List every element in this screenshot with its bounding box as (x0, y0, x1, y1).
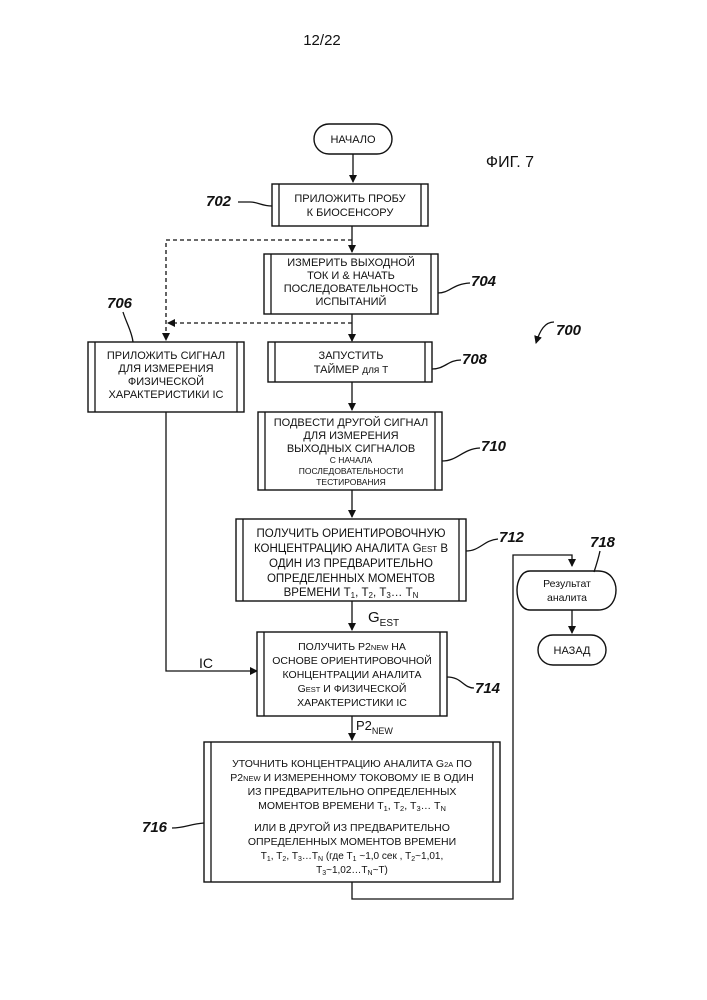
step-714-line-3: КОНЦЕНТРАЦИИ АНАЛИТА (283, 669, 422, 681)
step-708-line-2: ТАЙМЕР для Т (314, 363, 388, 376)
step-718-display (517, 571, 616, 610)
step-712-line-4: ОПРЕДЕЛЕННЫХ МОМЕНТОВ (267, 573, 435, 585)
step-702-line-2: К БИОСЕНСОРУ (307, 207, 395, 219)
step-710-line-3: ВЫХОДНЫХ СИГНАЛОВ (287, 443, 415, 455)
step-714-line-5: ХАРАКТЕРИСТИКИ IC (297, 697, 407, 709)
step-716-line-6: ОПРЕДЕЛЕННЫХ МОМЕНТОВ ВРЕМЕНИ (248, 836, 456, 848)
step-714-line-2: ОСНОВЕ ОРИЕНТИРОВОЧНОЙ (272, 654, 432, 667)
step-702-box (272, 184, 428, 226)
step-718-line-2: аналита (547, 592, 587, 604)
step-712-line-1: ПОЛУЧИТЬ ОРИЕНТИРОВОЧНУЮ (256, 528, 445, 540)
step-718-line-1: Результат (543, 578, 591, 590)
p2new-edge-label: P2NEW (356, 718, 393, 736)
ref-712: 712 (499, 529, 525, 546)
step-710-line-2: ДЛЯ ИЗМЕРЕНИЯ (303, 430, 398, 442)
step-708-box (268, 342, 432, 382)
step-706-line-2: ДЛЯ ИЗМЕРЕНИЯ (118, 363, 213, 375)
ref-700-arrow (536, 322, 554, 343)
ref-708: 708 (462, 351, 488, 368)
ref-718: 718 (590, 534, 616, 551)
step-716-line-8: Т3~1,02…ТN~Т) (316, 865, 388, 877)
gest-edge-label: GEST (368, 609, 399, 629)
end-label: НАЗАД (554, 645, 592, 657)
ref-706: 706 (107, 295, 133, 312)
step-704-line-3: ПОСЛЕДОВАТЕЛЬНОСТЬ (284, 283, 419, 295)
ref-702: 702 (206, 193, 232, 210)
step-704-line-1: ИЗМЕРИТЬ ВЫХОДНОЙ (287, 256, 415, 269)
step-706-line-3: ФИЗИЧЕСКОЙ (128, 375, 204, 388)
step-712-line-3: ОДИН ИЗ ПРЕДВАРИТЕЛЬНО (269, 558, 433, 570)
step-714-line-1: ПОЛУЧИТЬ Р2NEW НА (298, 641, 406, 653)
step-716-line-5: ИЛИ В ДРУГОЙ ИЗ ПРЕДВАРИТЕЛЬНО (254, 821, 450, 834)
step-708-line-1: ЗАПУСТИТЬ (319, 350, 384, 362)
start-label: НАЧАЛО (330, 134, 376, 146)
step-716-line-7: Т1, Т2, Т3…ТN (где Т1 ~1,0 сек , Т2~1,01… (261, 851, 444, 863)
ref-716: 716 (142, 819, 168, 836)
page-number: 12/22 (303, 32, 341, 49)
step-710-small-1: С НАЧАЛА (330, 455, 373, 465)
ref-714: 714 (475, 680, 501, 697)
figure-label: ФИГ. 7 (486, 154, 534, 171)
step-710-small-3: ТЕСТИРОВАНИЯ (316, 477, 386, 487)
ic-edge-label: IC (199, 655, 213, 671)
step-704-line-4: ИСПЫТАНИЙ (316, 295, 387, 308)
step-716-line-1: УТОЧНИТЬ КОНЦЕНТРАЦИЮ АНАЛИТА G2A ПО (232, 758, 472, 770)
ref-704: 704 (471, 273, 497, 290)
step-706-line-4: ХАРАКТЕРИСТИКИ IC (109, 389, 224, 401)
step-710-line-1: ПОДВЕСТИ ДРУГОЙ СИГНАЛ (274, 416, 429, 429)
step-712-line-2: КОНЦЕНТРАЦИЮ АНАЛИТА GEST В (254, 543, 448, 555)
step-716-line-2: P2NEW И ИЗМЕРЕННОМУ ТОКОВОМУ IE В ОДИН (230, 772, 473, 784)
step-716-line-3: ИЗ ПРЕДВАРИТЕЛЬНО ОПРЕДЕЛЕННЫХ (248, 786, 457, 798)
ref-710: 710 (481, 438, 507, 455)
step-706-line-1: ПРИЛОЖИТЬ СИГНАЛ (107, 350, 225, 362)
step-702-line-1: ПРИЛОЖИТЬ ПРОБУ (294, 193, 406, 205)
ref-700: 700 (556, 322, 582, 339)
step-704-line-2: ТОК И & НАЧАТЬ (307, 270, 395, 282)
step-710-small-2: ПОСЛЕДОВАТЕЛЬНОСТИ (299, 466, 404, 476)
